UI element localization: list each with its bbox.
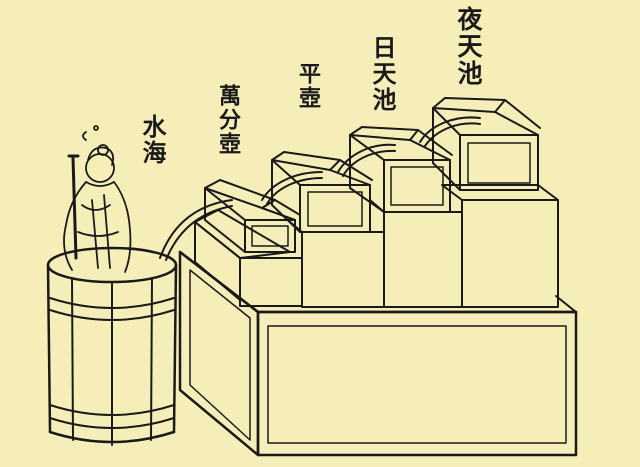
label-ping-hu: 平壺 [295,62,321,110]
label-wan-fen-hu: 萬分壺 [215,84,241,156]
water-sea-vessel [46,246,178,446]
siphon-pipes [159,116,481,261]
attendant-figure [63,125,132,273]
label-ri-tian-chi: 日天池 [368,35,397,113]
vessel-wanfenhu [204,179,301,253]
label-shui-hai: 水海 [138,114,167,166]
label-ye-tian-chi: 夜天池 [454,6,483,87]
vessel-ritianchi [349,126,453,213]
